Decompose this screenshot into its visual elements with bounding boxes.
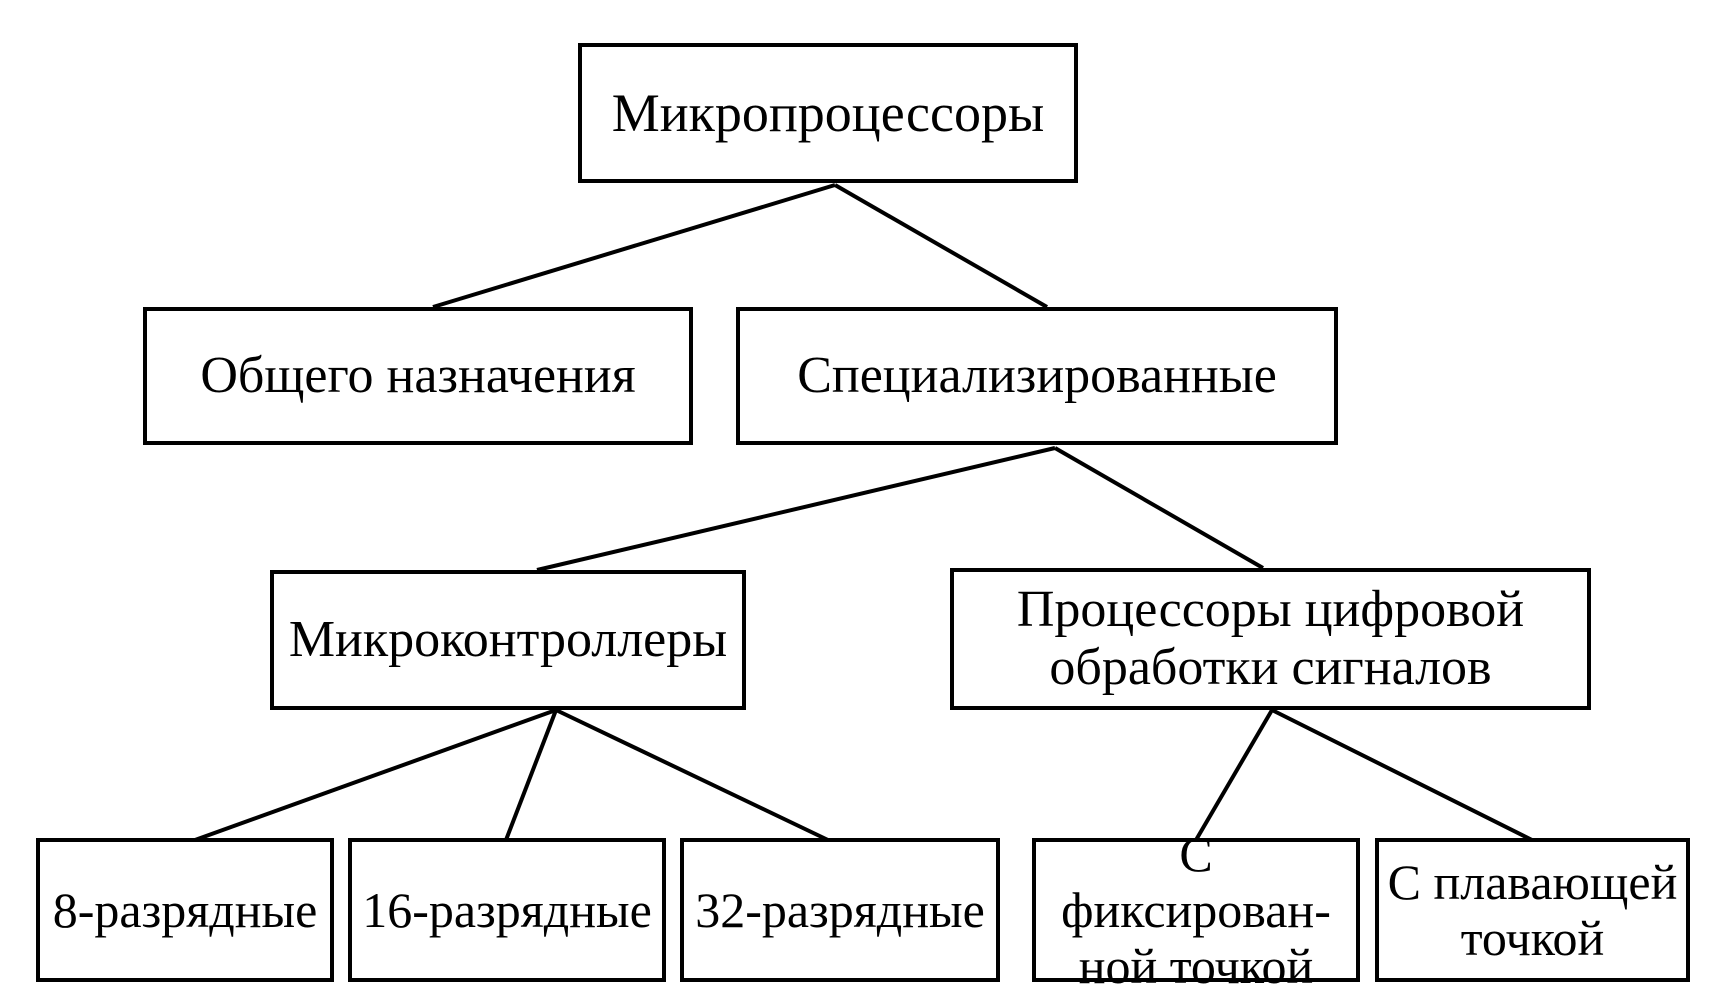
node-label: Процессоры цифровой обработки сигналов <box>1016 580 1525 696</box>
node-label: Специализированные <box>797 346 1277 404</box>
edge-root-to-general-purpose <box>432 183 836 309</box>
edge-specialized-to-dsp <box>1054 446 1264 570</box>
node-mc16[interactable]: 16-разрядные <box>348 838 666 982</box>
edge-microcontrollers-to-mc32 <box>555 708 829 842</box>
node-general-purpose[interactable]: Общего назначения <box>143 307 693 445</box>
node-label: С фиксирован- ной точкой <box>1061 826 1331 994</box>
node-microprocessors[interactable]: Микропроцессоры <box>578 43 1078 183</box>
node-label: Общего назначения <box>200 346 636 404</box>
node-label: Микроконтроллеры <box>288 610 728 668</box>
edge-specialized-to-microcontrollers <box>536 446 1056 572</box>
node-specialized[interactable]: Специализированные <box>736 307 1338 445</box>
node-label: С плавающей точкой <box>1387 854 1678 966</box>
node-label: Микропроцессоры <box>611 82 1045 143</box>
node-floating-point[interactable]: С плавающей точкой <box>1375 838 1690 982</box>
node-microcontrollers[interactable]: Микроконтроллеры <box>270 570 746 710</box>
node-label: 16-разрядные <box>362 882 652 938</box>
edge-dsp-to-floating-point <box>1271 708 1533 842</box>
edge-microcontrollers-to-mc16 <box>504 709 558 841</box>
edge-root-to-specialized <box>834 183 1048 309</box>
edge-dsp-to-fixed-point <box>1194 708 1274 842</box>
node-label: 32-разрядные <box>695 882 985 938</box>
edge-microcontrollers-to-mc8 <box>194 708 557 842</box>
node-label: 8-разрядные <box>52 882 318 938</box>
node-mc32[interactable]: 32-разрядные <box>680 838 1000 982</box>
node-fixed-point[interactable]: С фиксирован- ной точкой <box>1032 826 1360 994</box>
node-mc8[interactable]: 8-разрядные <box>36 838 334 982</box>
node-dsp[interactable]: Процессоры цифровой обработки сигналов <box>950 568 1591 710</box>
